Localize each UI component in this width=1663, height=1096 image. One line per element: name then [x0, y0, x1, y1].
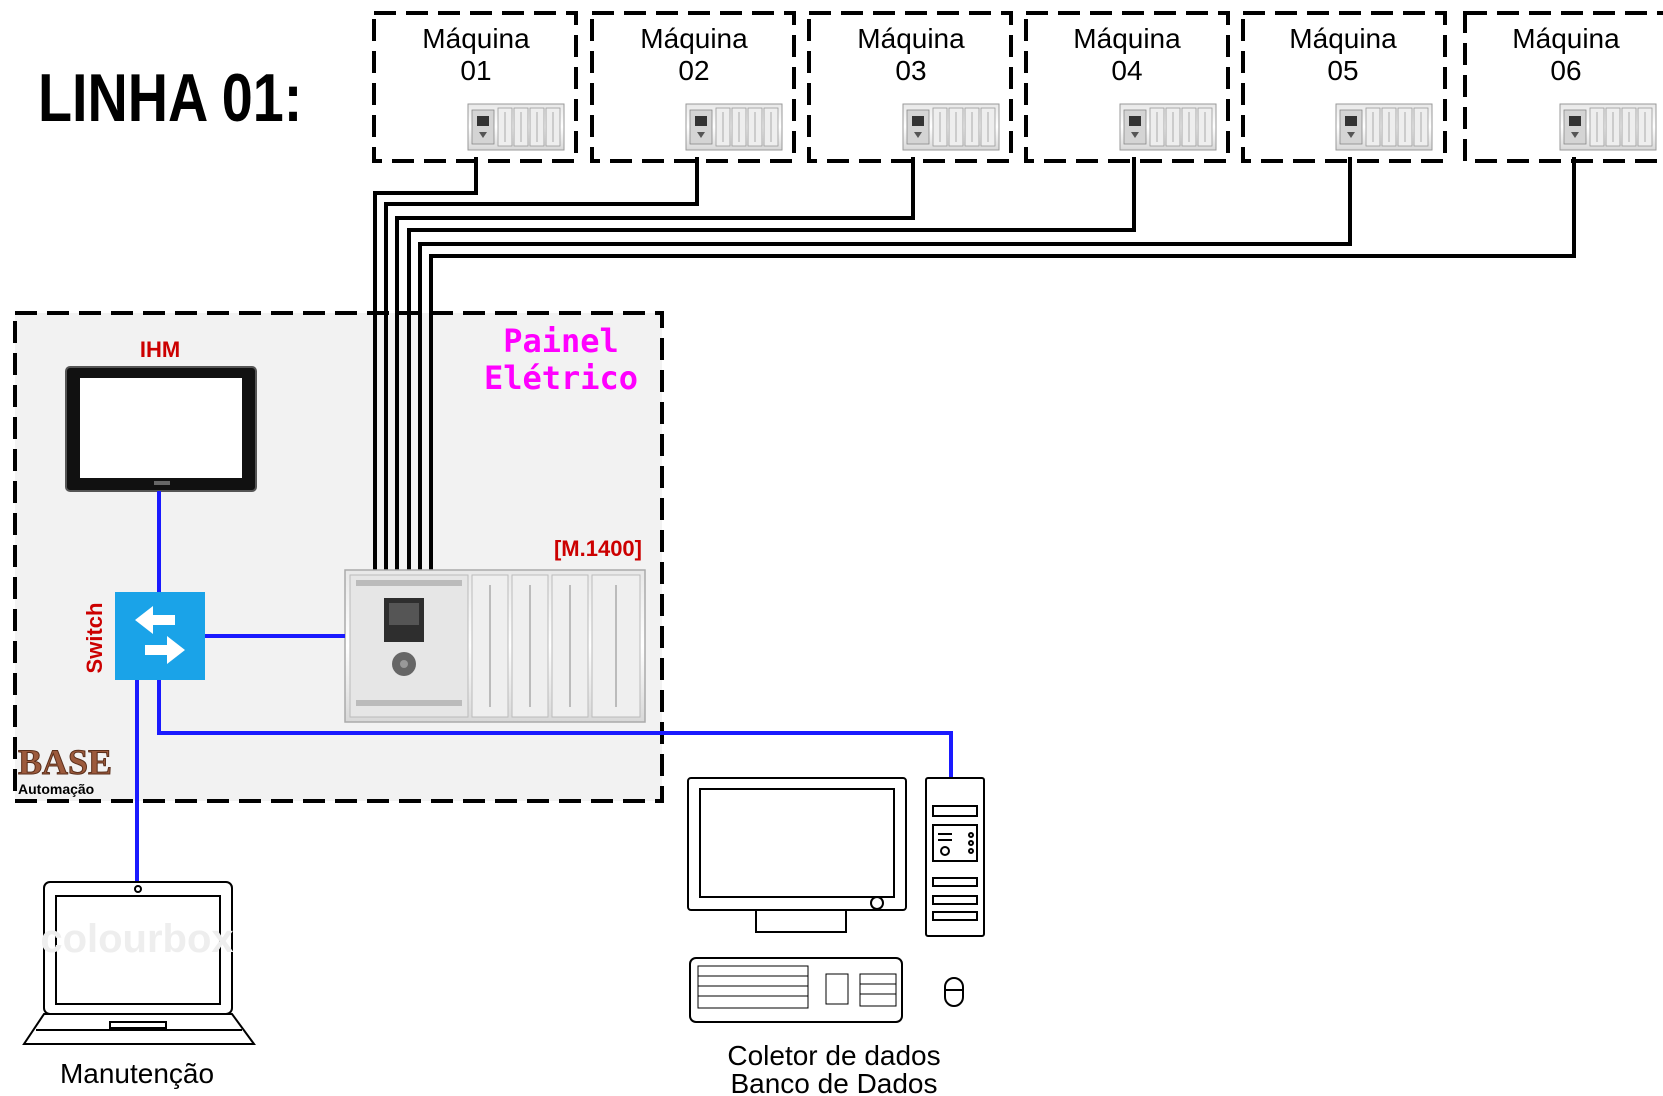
desktop-caption-line2: Banco de Dados: [730, 1068, 937, 1096]
machine-box-03: Máquina 03: [807, 11, 1013, 163]
machine-box-06: Máquina 06: [1463, 11, 1663, 163]
arrow-left-icon: [135, 606, 175, 634]
desktop-computer-icon: [687, 777, 985, 937]
plc-icon: [685, 103, 783, 151]
plc-icon: [1119, 103, 1217, 151]
network-cables: [135, 491, 953, 882]
machine-number: 01: [460, 55, 491, 86]
desktop-caption-line1: Coletor de dados: [727, 1040, 940, 1071]
hmi-screen: [65, 366, 257, 492]
machine-label: Máquina: [857, 23, 965, 54]
arrow-right-icon: [145, 636, 185, 664]
plc-icon: [902, 103, 1000, 151]
machine-number: 04: [1111, 55, 1142, 86]
laptop-icon: [22, 881, 256, 1045]
machine-box-01: Máquina 01: [372, 11, 578, 163]
watermark: colourbox: [40, 917, 233, 961]
logo-main: BASE: [18, 742, 112, 782]
plc-m1400: [344, 569, 646, 723]
machine-label: Máquina: [422, 23, 530, 54]
line-title: LINHA 01:: [38, 61, 302, 136]
machine-box-05: Máquina 05: [1241, 11, 1447, 163]
plc-label: [M.1400]: [554, 536, 642, 561]
panel-title: Painel: [503, 322, 619, 360]
plc-icon: [1335, 103, 1433, 151]
machine-cables: [373, 157, 1576, 572]
keyboard-icon: [689, 957, 903, 1023]
machine-number: 02: [678, 55, 709, 86]
machine-label: Máquina: [1289, 23, 1397, 54]
plc-icon: [467, 103, 565, 151]
machine-number: 06: [1550, 55, 1581, 86]
machine-number: 05: [1327, 55, 1358, 86]
machine-box-04: Máquina 04: [1024, 11, 1230, 163]
switch-label: Switch: [82, 603, 107, 674]
machine-box-02: Máquina 02: [590, 11, 796, 163]
hmi-label: IHM: [140, 337, 180, 362]
base-automacao-logo: BASE Automação: [18, 742, 113, 798]
machine-label: Máquina: [640, 23, 748, 54]
machine-label: Máquina: [1073, 23, 1181, 54]
machine-label: Máquina: [1512, 23, 1620, 54]
logo-sub: Automação: [18, 781, 94, 797]
mouse-icon: [944, 977, 964, 1007]
panel-subtitle: Elétrico: [484, 359, 638, 397]
machine-number: 03: [895, 55, 926, 86]
plc-icon: [1559, 103, 1657, 151]
laptop-caption: Manutenção: [60, 1058, 214, 1089]
network-switch: [115, 592, 205, 680]
